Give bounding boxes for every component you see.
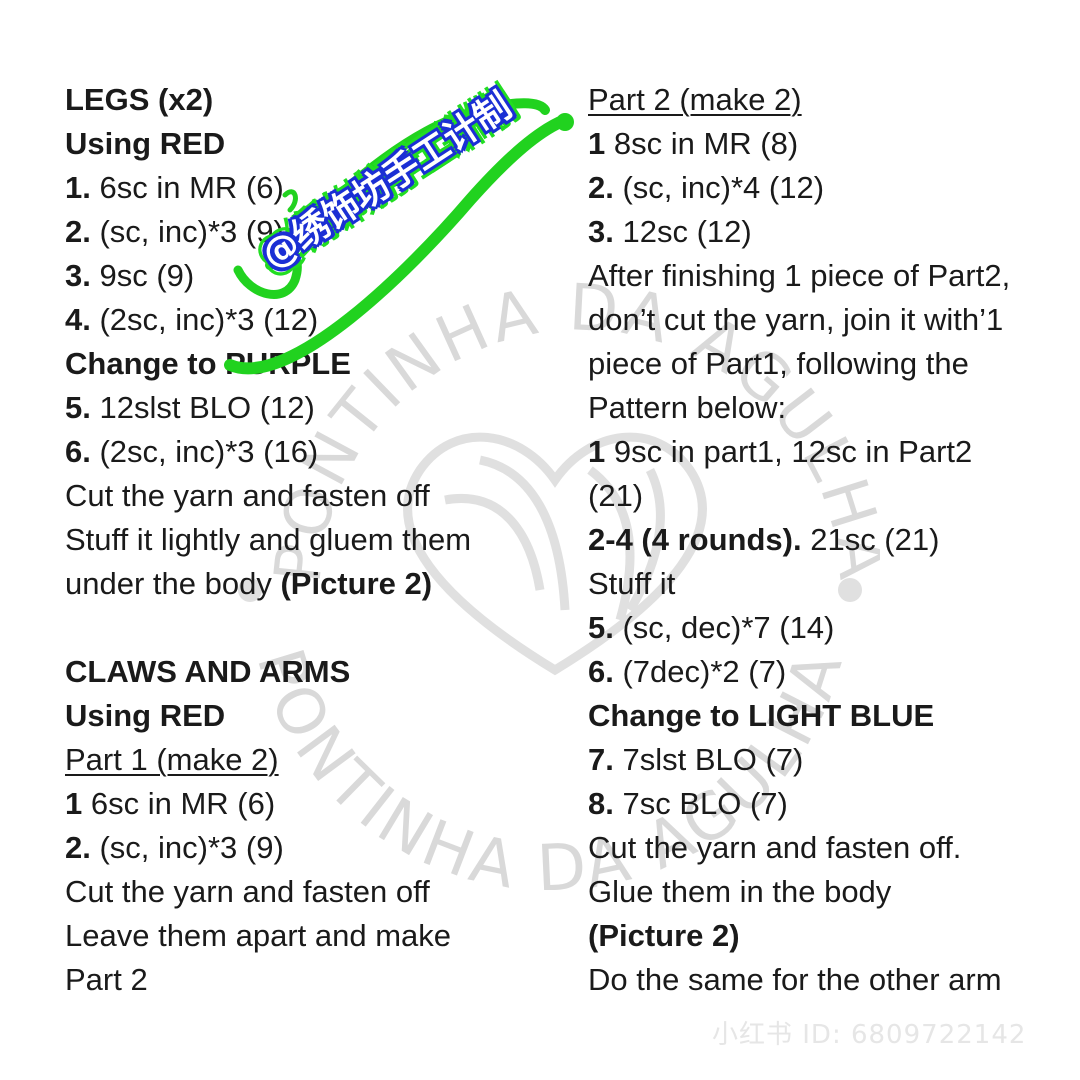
end-picture-ref: (Picture 2) bbox=[588, 918, 740, 953]
rounds-step: 2-4 (4 rounds). 21sc (21) bbox=[588, 518, 1058, 562]
step-text: 6sc in MR (6) bbox=[82, 786, 276, 821]
step-number: 1 bbox=[588, 434, 606, 469]
step-number: 3. bbox=[65, 258, 91, 293]
brand-stamp-swoosh bbox=[224, 98, 574, 375]
step-number: 1. bbox=[65, 170, 91, 205]
change-light-blue: Change to LIGHT BLUE bbox=[588, 698, 935, 733]
step-number: 5. bbox=[65, 390, 91, 425]
step-number: 6. bbox=[588, 654, 614, 689]
after-line-3: piece of Part1, following the bbox=[588, 346, 969, 381]
step-number: 3. bbox=[588, 214, 614, 249]
rounds-text: 21sc (21) bbox=[801, 522, 940, 557]
end-same: Do the same for the other arm bbox=[588, 962, 1002, 997]
legs-heading: LEGS (x2) bbox=[65, 82, 214, 117]
step-number: 1 bbox=[588, 126, 606, 161]
part2-title-text: Part 2 (make 2) bbox=[588, 82, 802, 117]
step-text: 9sc in part1, 12sc in Part2 bbox=[605, 434, 973, 469]
step-5: 5. (sc, dec)*7 (14) bbox=[588, 606, 1058, 650]
step-text: 12slst BLO (12) bbox=[90, 390, 315, 425]
end-cut: Cut the yarn and fasten off. bbox=[588, 830, 962, 865]
legs-under-text: under the body bbox=[65, 566, 281, 601]
step-number: 2. bbox=[65, 830, 91, 865]
right-column: Part 2 (make 2) 1 8sc in MR (8) 2. (sc, … bbox=[588, 78, 1058, 1002]
spacer bbox=[65, 606, 555, 650]
claws-heading: CLAWS AND ARMS bbox=[65, 654, 351, 689]
legs-step-2: 2. (sc, inc)*3 (9) bbox=[65, 210, 555, 254]
step-number: 2. bbox=[588, 170, 614, 205]
join-step: 1 9sc in part1, 12sc in Part2 bbox=[588, 430, 1058, 474]
step-number: 4. bbox=[65, 302, 91, 337]
after-line-1: After finishing 1 piece of Part2, bbox=[588, 258, 1011, 293]
part1-step-2: 2. (sc, inc)*3 (9) bbox=[65, 826, 555, 870]
step-text: 12sc (12) bbox=[613, 214, 752, 249]
part1-leave: Leave them apart and make bbox=[65, 918, 452, 953]
step-number: 1 bbox=[65, 786, 83, 821]
watermark-dot-right bbox=[838, 578, 862, 602]
step-6: 6. (7dec)*2 (7) bbox=[588, 650, 1058, 694]
step-text: (sc, inc)*3 (9) bbox=[90, 830, 284, 865]
step-text: (sc, dec)*7 (14) bbox=[613, 610, 835, 645]
step-text: 9sc (9) bbox=[90, 258, 195, 293]
legs-stuff: Stuff it lightly and gluem them bbox=[65, 522, 472, 557]
left-column: LEGS (x2) Using RED 1. 6sc in MR (6) 2. … bbox=[65, 78, 555, 1002]
step-text: (sc, inc)*4 (12) bbox=[613, 170, 825, 205]
step-number: 2. bbox=[65, 214, 91, 249]
legs-step-3: 3. 9sc (9) bbox=[65, 254, 555, 298]
legs-step-5: 5. 12slst BLO (12) bbox=[65, 386, 555, 430]
part1-part2: Part 2 bbox=[65, 962, 148, 997]
part1-step-1: 1 6sc in MR (6) bbox=[65, 782, 555, 826]
after-line-4: Pattern below: bbox=[588, 390, 787, 425]
step-text: 6sc in MR (6) bbox=[90, 170, 284, 205]
step-8: 8. 7sc BLO (7) bbox=[588, 782, 1058, 826]
step-text: 7slst BLO (7) bbox=[613, 742, 804, 777]
step-text: 7sc BLO (7) bbox=[613, 786, 788, 821]
platform-id-watermark: 小红书 ID: 6809722142 bbox=[712, 1020, 1027, 1050]
step-text: (7dec)*2 (7) bbox=[613, 654, 787, 689]
watermark-dot-left bbox=[238, 578, 262, 602]
part2-title: Part 2 (make 2) bbox=[588, 78, 1058, 122]
claws-color: Using RED bbox=[65, 698, 226, 733]
step-number: 5. bbox=[588, 610, 614, 645]
legs-under: under the body (Picture 2) bbox=[65, 562, 555, 606]
legs-step-6: 6. (2sc, inc)*3 (16) bbox=[65, 430, 555, 474]
legs-picture-ref: (Picture 2) bbox=[280, 566, 433, 601]
legs-cut: Cut the yarn and fasten off bbox=[65, 478, 430, 513]
part2-step-1: 1 8sc in MR (8) bbox=[588, 122, 1058, 166]
yarn-heart-icon bbox=[403, 432, 707, 676]
part2-step-2: 2. (sc, inc)*4 (12) bbox=[588, 166, 1058, 210]
step-7: 7. 7slst BLO (7) bbox=[588, 738, 1058, 782]
part1-title: Part 1 (make 2) bbox=[65, 738, 555, 782]
after-line-2: don’t cut the yarn, join it with’1 bbox=[588, 302, 1004, 337]
step-number: 6. bbox=[65, 434, 91, 469]
step-text: (sc, inc)*3 (9) bbox=[90, 214, 284, 249]
stuff-it: Stuff it bbox=[588, 566, 676, 601]
watermark-logo: PONTINHA DA AGULHA PONTINHA DA AGULHA bbox=[238, 271, 880, 890]
step-text: (2sc, inc)*3 (16) bbox=[90, 434, 319, 469]
part2-step-3: 3. 12sc (12) bbox=[588, 210, 1058, 254]
part1-title-text: Part 1 (make 2) bbox=[65, 742, 279, 777]
legs-step-4: 4. (2sc, inc)*3 (12) bbox=[65, 298, 555, 342]
part1-cut: Cut the yarn and fasten off bbox=[65, 874, 430, 909]
join-count: (21) bbox=[588, 478, 644, 513]
end-glue: Glue them in the body bbox=[588, 874, 892, 909]
step-text: 8sc in MR (8) bbox=[605, 126, 799, 161]
step-text: (2sc, inc)*3 (12) bbox=[90, 302, 319, 337]
legs-color: Using RED bbox=[65, 126, 226, 161]
rounds-label: 2-4 (4 rounds). bbox=[588, 522, 802, 557]
step-number: 7. bbox=[588, 742, 614, 777]
legs-step-1: 1. 6sc in MR (6) bbox=[65, 166, 555, 210]
step-number: 8. bbox=[588, 786, 614, 821]
